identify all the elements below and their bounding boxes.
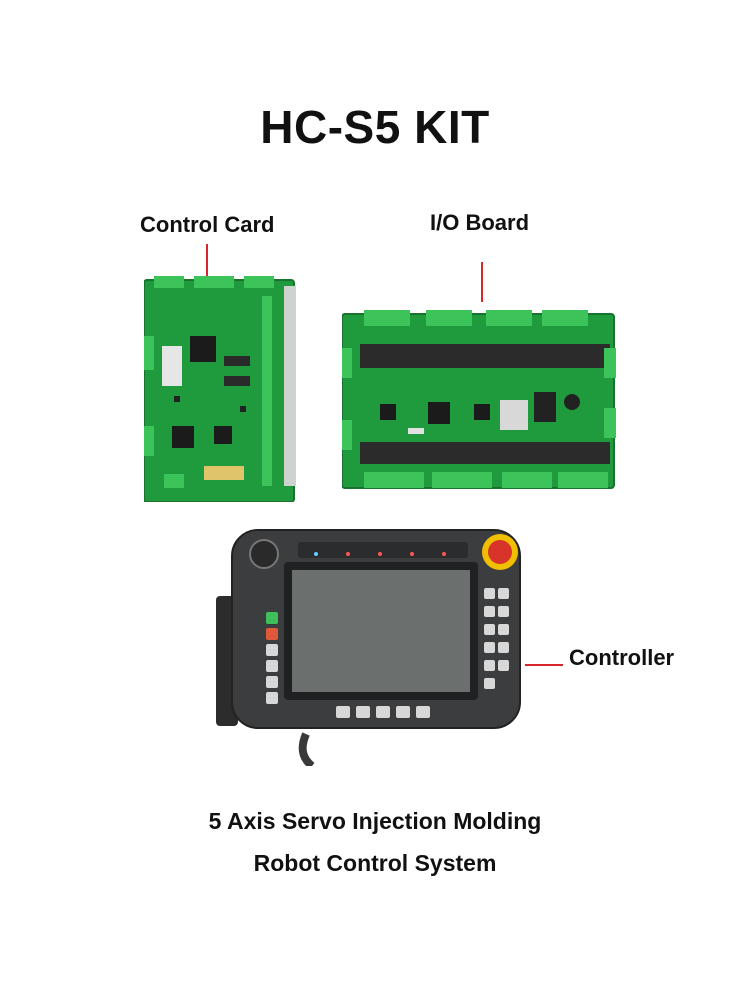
control-card-label: Control Card xyxy=(140,212,275,237)
io-board-leader-line xyxy=(481,262,483,302)
caption-line-1: 5 Axis Servo Injection Molding xyxy=(208,808,542,834)
controller-image xyxy=(216,529,521,766)
controller-label: Controller xyxy=(569,645,675,670)
page-title: HC-S5 KIT xyxy=(260,101,490,153)
io-board-label: I/O Board xyxy=(430,210,530,235)
caption-line-2: Robot Control System xyxy=(253,850,497,876)
control-card-leader-line xyxy=(206,244,208,280)
controller-leader-line xyxy=(525,664,563,666)
control-card-image xyxy=(144,276,296,502)
io-board-image xyxy=(342,310,616,489)
